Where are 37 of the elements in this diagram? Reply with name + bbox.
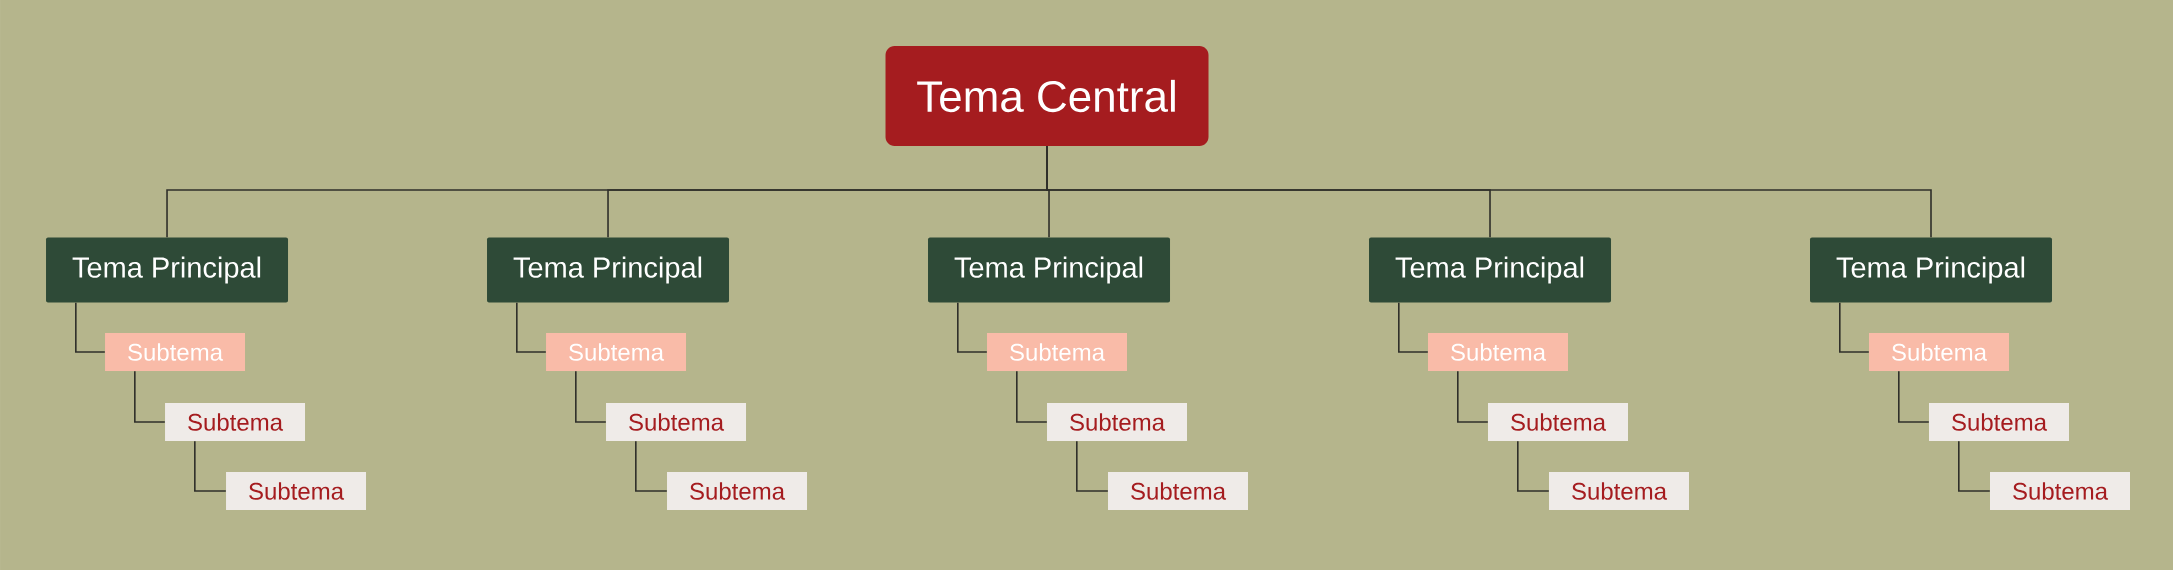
connector-line <box>1517 440 1550 492</box>
main-topic-box: Tema Principal <box>1810 237 2052 303</box>
connector-line <box>1457 370 1489 423</box>
subtopic-box: Subtema <box>226 472 366 510</box>
connector-line <box>1398 301 1429 353</box>
connector-line <box>1016 370 1048 423</box>
main-topic-box: Tema Principal <box>928 237 1170 303</box>
main-topic-box: Tema Principal <box>1369 237 1611 303</box>
connector-line <box>1839 301 1870 353</box>
connector-line <box>1046 145 1932 239</box>
subtopic-box: Subtema <box>1869 333 2009 371</box>
connector-line <box>1958 440 1991 492</box>
subtopic-box: Subtema <box>1047 403 1187 441</box>
subtopic-box: Subtema <box>105 333 245 371</box>
subtopic-box: Subtema <box>1929 403 2069 441</box>
connector-line <box>1076 440 1109 492</box>
subtopic-box: Subtema <box>1428 333 1568 371</box>
subtopic-box: Subtema <box>165 403 305 441</box>
subtopic-box: Subtema <box>667 472 807 510</box>
connector-line <box>194 440 227 492</box>
subtopic-box: Subtema <box>606 403 746 441</box>
subtopic-box: Subtema <box>546 333 686 371</box>
subtopic-box: Subtema <box>1108 472 1248 510</box>
subtopic-box: Subtema <box>987 333 1127 371</box>
main-topic-box: Tema Principal <box>46 237 288 303</box>
connector-line <box>575 370 607 423</box>
connector-line <box>75 301 106 353</box>
subtopic-box: Subtema <box>1549 472 1689 510</box>
connector-line <box>134 370 166 423</box>
connector-line <box>635 440 668 492</box>
connector-line <box>957 301 988 353</box>
subtopic-box: Subtema <box>1488 403 1628 441</box>
connector-line <box>1898 370 1930 423</box>
subtopic-box: Subtema <box>1990 472 2130 510</box>
connector-line <box>516 301 547 353</box>
main-topic-box: Tema Principal <box>487 237 729 303</box>
central-topic-box: Tema Central <box>885 46 1209 146</box>
